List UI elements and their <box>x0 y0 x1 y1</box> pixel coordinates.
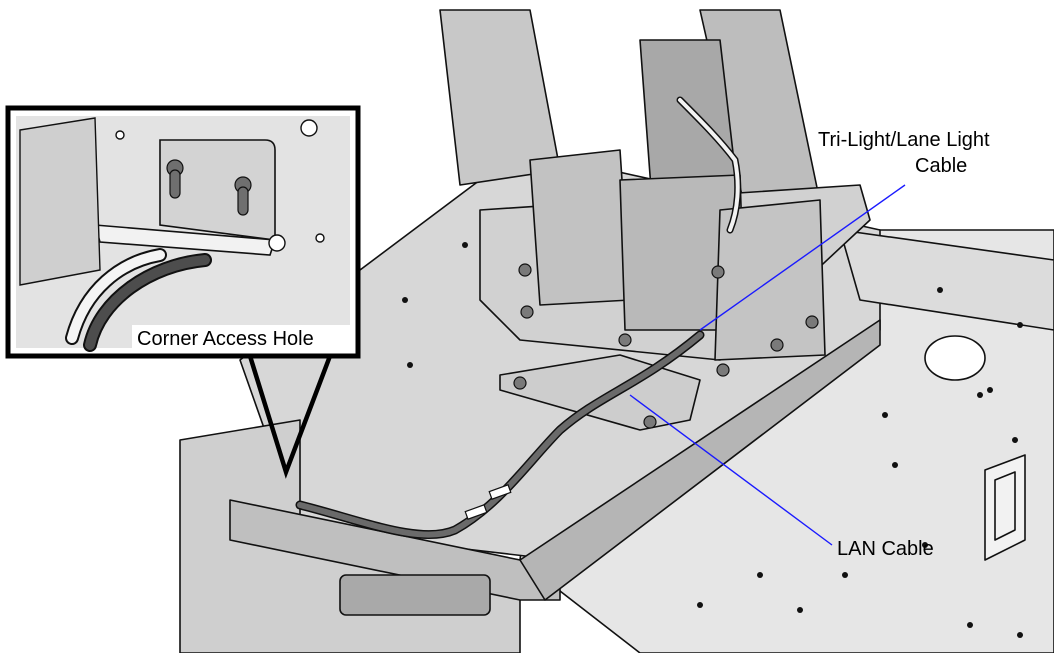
cable-clip-1 <box>488 484 512 500</box>
tri-light-cable-label-line1: Tri-Light/Lane Light <box>818 129 990 151</box>
lan-cable-leader <box>629 394 833 546</box>
cables <box>295 96 742 540</box>
keyhole-slots <box>166 159 252 216</box>
inset-bracket-plate <box>159 139 276 241</box>
wall-round-hole <box>924 335 986 381</box>
right-side-handle-inner <box>994 471 1016 541</box>
inset-label-background <box>132 325 350 353</box>
wall-fastener-holes <box>402 242 1023 638</box>
side-slide-rail <box>519 319 881 601</box>
corner-access-hole-label: Corner Access Hole <box>137 328 314 350</box>
tri-light-cable-label-line2: Cable <box>915 155 967 177</box>
tri-light-tower <box>439 9 871 431</box>
front-handle <box>339 574 491 616</box>
inset-detail: Corner Access Hole <box>5 105 361 359</box>
inset-pointer <box>247 355 333 479</box>
lan-cable-label: LAN Cable <box>837 538 934 560</box>
inset-cable-light-fill <box>67 250 165 343</box>
inset-cable-dark-fill <box>85 255 210 350</box>
lan-cable-path-fill <box>297 332 703 538</box>
cabinet-back-right <box>839 229 1054 331</box>
leader-lines <box>629 184 906 546</box>
tower-bolts <box>513 263 819 429</box>
tri-light-leader <box>699 184 906 331</box>
inset-fasteners <box>115 119 325 252</box>
tri-light-cable-path-fill <box>678 98 740 232</box>
inset-left-wall <box>19 117 101 286</box>
tower-rib-1 <box>529 149 631 306</box>
cable-clip-2 <box>464 504 488 520</box>
